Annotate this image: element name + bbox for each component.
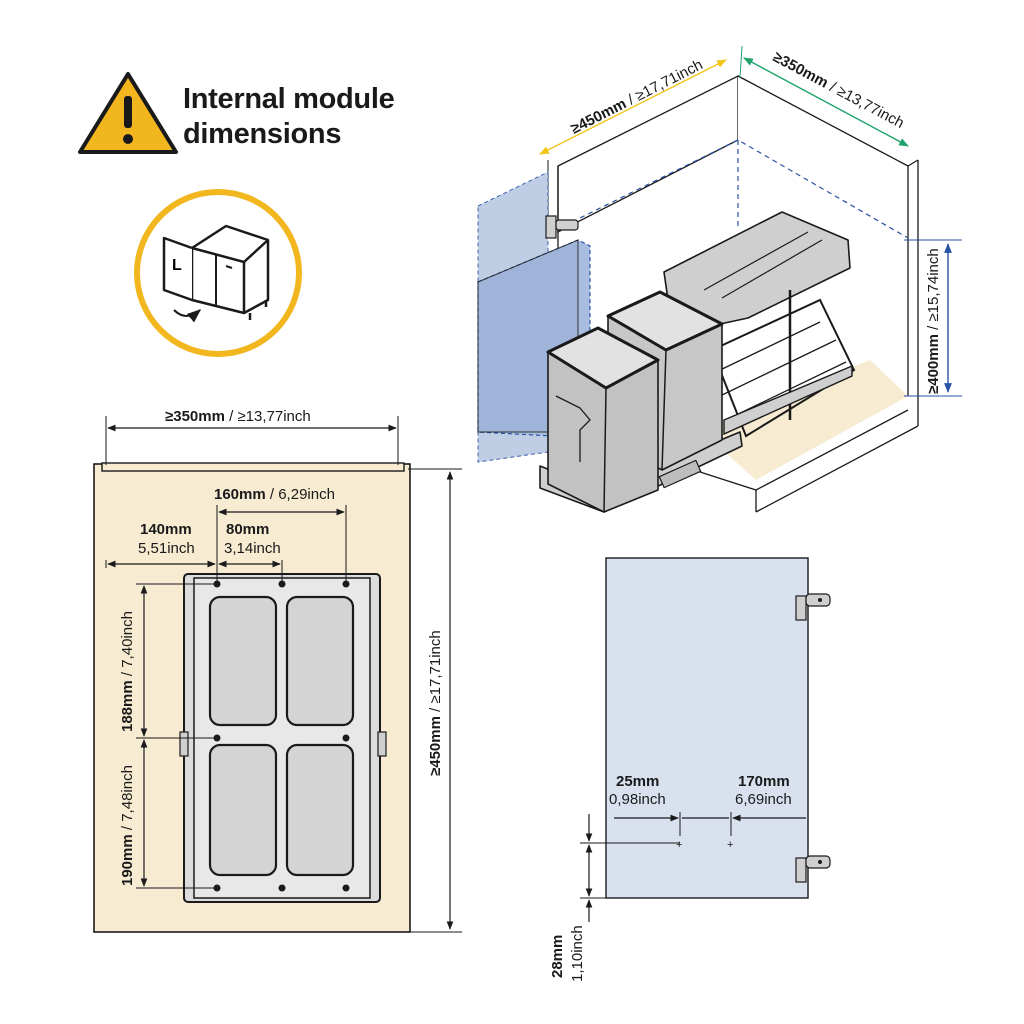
plan-140-inch: 5,51inch: [138, 540, 195, 557]
door-170-mm: 170mm: [738, 773, 790, 790]
warning-triangle-icon: [78, 72, 178, 154]
page-title: Internal module dimensions: [183, 82, 395, 152]
cabinet-icon-letter: L: [172, 257, 182, 274]
iso-height-label: ≥400mm / ≥15,74inch: [925, 248, 942, 394]
plan-188-label: 188mm / 7,40inch: [119, 611, 136, 732]
plan-160-label: 160mm / 6,29inch: [214, 486, 335, 503]
isometric-cabinet-view: [477, 45, 962, 513]
title-line-1: Internal module: [183, 83, 395, 115]
plan-140-mm: 140mm: [140, 521, 192, 538]
door-25-mm: 25mm: [616, 773, 659, 790]
door-25-inch: 0,98inch: [609, 791, 666, 808]
door-28-inch: 1,10inch: [569, 925, 586, 982]
plan-depth-label: ≥450mm / ≥17,71inch: [427, 630, 444, 776]
hinge-icon: [795, 855, 831, 883]
door-28-mm: 28mm: [549, 935, 566, 978]
cabinet-left-door-icon: L: [134, 189, 302, 357]
door-170-inch: 6,69inch: [735, 791, 792, 808]
svg-text:+: +: [676, 839, 682, 851]
plan-80-inch: 3,14inch: [224, 540, 281, 557]
plan-view: [93, 416, 462, 933]
door-view: + +: [580, 557, 831, 922]
title-line-2: dimensions: [183, 118, 342, 150]
plan-190-label: 190mm / 7,48inch: [119, 765, 136, 886]
plan-width-label: ≥350mm / ≥13,77inch: [165, 408, 311, 425]
plan-80-mm: 80mm: [226, 521, 269, 538]
hinge-icon: [795, 593, 831, 621]
svg-text:+: +: [727, 839, 733, 851]
